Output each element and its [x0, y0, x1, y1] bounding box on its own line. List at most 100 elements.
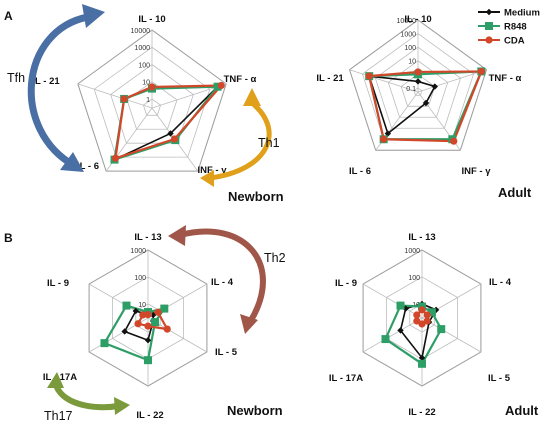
- legend-marker-cda: [485, 36, 493, 44]
- tick-label: 10: [408, 59, 416, 66]
- axis-label-il-22: IL - 22: [408, 407, 435, 418]
- axis-label-il-9: IL - 9: [335, 278, 357, 289]
- arrow-label-th2: Th2: [264, 251, 286, 265]
- tick-label: 1000: [400, 32, 416, 39]
- grid-ring: [93, 46, 211, 158]
- legend-label-cda: CDA: [504, 36, 525, 47]
- data-point-cda: [148, 83, 156, 91]
- grid-spoke: [421, 317, 482, 353]
- data-point-r848: [381, 335, 390, 344]
- grid-spoke: [362, 283, 423, 319]
- data-point-medium: [397, 327, 404, 334]
- grid-spoke: [362, 317, 423, 353]
- data-point-r848: [122, 301, 131, 310]
- data-point-medium: [384, 130, 392, 137]
- grid-ring: [413, 87, 423, 96]
- grid-spoke: [77, 83, 153, 109]
- tick-label: 100: [138, 62, 150, 69]
- data-point-medium: [132, 307, 139, 315]
- group-label-a-newborn: Newborn: [228, 189, 284, 204]
- tick-label: 1000: [130, 248, 146, 255]
- data-point-cda: [144, 322, 152, 330]
- axis-label-il-17a: IL - 17A: [329, 373, 363, 384]
- data-point-r848: [100, 339, 109, 348]
- panel-label-a: A: [4, 9, 13, 23]
- axis-label-il-5: IL - 5: [488, 373, 511, 384]
- legend-label-medium: Medium: [504, 8, 540, 19]
- data-point-cda: [144, 311, 152, 319]
- grid-ring: [400, 73, 436, 107]
- data-point-cda: [134, 320, 142, 328]
- axis-label-il-4: IL - 4: [489, 277, 512, 288]
- axis-label-il-13: IL - 13: [408, 232, 435, 243]
- arrow-label-tfh: Tfh: [7, 71, 25, 85]
- data-point-cda: [414, 68, 422, 76]
- data-point-cda: [170, 135, 179, 143]
- tick-label: 1000: [134, 45, 150, 52]
- data-point-medium: [422, 99, 430, 107]
- arrow-th1: Th1: [200, 88, 280, 187]
- tick-label: 10000: [397, 18, 417, 25]
- data-point-r848: [160, 304, 169, 313]
- series-line-medium: [368, 75, 436, 135]
- data-point-cda: [380, 135, 388, 143]
- data-point-medium: [414, 78, 422, 85]
- tick-label: 100: [404, 45, 416, 52]
- data-point-medium: [144, 337, 152, 344]
- tick-label: 10: [142, 80, 150, 87]
- data-point-r848: [418, 359, 426, 368]
- data-point-cda: [365, 72, 373, 80]
- data-point-medium: [431, 83, 439, 90]
- arrow-th2: Th2: [168, 225, 286, 334]
- series-line-cda: [368, 70, 483, 143]
- data-point-cda: [450, 137, 458, 145]
- tick-label: 10: [138, 302, 146, 309]
- data-point-cda: [217, 81, 225, 90]
- tick-label: 1: [146, 97, 150, 104]
- data-point-cda: [111, 154, 120, 162]
- data-point-r848: [437, 325, 446, 334]
- axis-label-il-22: IL - 22: [136, 410, 163, 421]
- arrow-label-th17: Th17: [44, 409, 73, 423]
- axis-label-tnf: TNF - α: [489, 73, 522, 84]
- tick-label: 100: [408, 275, 420, 282]
- data-point-r848: [396, 301, 405, 310]
- grid-frame: [348, 19, 488, 151]
- grid-ring: [142, 98, 162, 116]
- axis-label-il-6: IL - 6: [77, 161, 99, 172]
- data-point-medium: [121, 328, 128, 335]
- panel-label-b: B: [4, 231, 13, 245]
- legend-marker-medium: [485, 8, 493, 16]
- data-point-cda: [154, 308, 162, 316]
- grid-spoke: [417, 69, 487, 93]
- data-point-cda: [139, 311, 147, 319]
- series-line-cda: [114, 84, 223, 160]
- legend-label-r848: R848: [504, 22, 527, 33]
- axis-label-il-10: IL - 10: [138, 14, 165, 25]
- tick-label: 1000: [404, 248, 420, 255]
- axis-label-il-21: IL - 21: [316, 73, 344, 84]
- data-point-cda: [477, 67, 485, 76]
- tick-label: 10000: [131, 28, 151, 35]
- axis-label-inf: INF - γ: [461, 166, 491, 177]
- axis-label-tnf: TNF - α: [224, 74, 257, 85]
- data-point-cda: [423, 311, 431, 319]
- arrow-th17: Th17: [44, 372, 130, 423]
- data-point-r848: [144, 356, 152, 365]
- data-point-r848: [427, 308, 436, 317]
- data-point-r848: [151, 318, 160, 327]
- grid-frame: [77, 29, 227, 172]
- group-label-b-newborn: Newborn: [227, 403, 283, 418]
- data-point-cda: [413, 317, 421, 325]
- axis-label-il-6: IL - 6: [349, 166, 371, 177]
- axis-label-il-13: IL - 13: [134, 232, 161, 243]
- data-point-cda: [120, 95, 128, 103]
- data-point-r848: [213, 82, 222, 91]
- axis-label-il-4: IL - 4: [211, 277, 234, 288]
